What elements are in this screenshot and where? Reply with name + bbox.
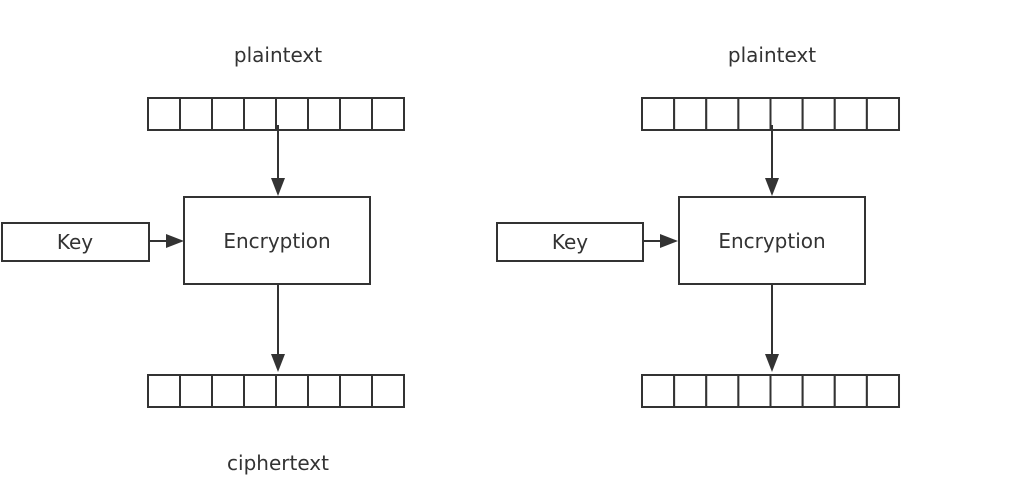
block-cell xyxy=(179,97,213,131)
block-cell xyxy=(147,97,181,131)
plaintext-label: plaintext xyxy=(728,43,816,67)
plaintext-to-encryption-arrowhead xyxy=(765,178,779,196)
block-cell xyxy=(211,374,245,408)
block-cell xyxy=(833,97,868,131)
key-to-encryption-arrowhead xyxy=(660,234,678,248)
block-cell xyxy=(307,374,341,408)
block-cell xyxy=(801,97,836,131)
encryption-diagram-right: plaintext Key Encryption xyxy=(496,43,901,408)
block-cell xyxy=(865,374,901,408)
block-cell xyxy=(705,97,740,131)
block-cell xyxy=(769,374,804,408)
key-to-encryption-arrowhead xyxy=(166,234,184,248)
block-cell xyxy=(211,97,245,131)
block-cell xyxy=(737,374,772,408)
block-cell xyxy=(339,374,373,408)
plaintext-label: plaintext xyxy=(234,43,322,67)
block-cell xyxy=(147,374,181,408)
block-cell xyxy=(275,97,309,131)
encryption-box xyxy=(183,196,371,285)
block-cell xyxy=(371,97,405,131)
key-box xyxy=(496,222,644,262)
plaintext-blocks xyxy=(147,97,405,131)
block-cell xyxy=(371,374,405,408)
encryption-label: Encryption xyxy=(223,229,330,253)
block-cell xyxy=(339,97,373,131)
key-label: Key xyxy=(57,230,93,254)
block-cell xyxy=(307,97,341,131)
plaintext-to-encryption-arrowhead xyxy=(271,178,285,196)
encryption-to-ciphertext-arrowhead xyxy=(271,354,285,372)
block-cell xyxy=(673,97,708,131)
block-cell xyxy=(243,374,277,408)
block-cell xyxy=(769,97,804,131)
encryption-diagram-left: plaintext Key Encryption ciphertext xyxy=(1,43,405,475)
key-label: Key xyxy=(552,230,588,254)
block-cell xyxy=(833,374,868,408)
encryption-to-ciphertext-arrowhead xyxy=(765,354,779,372)
block-cell xyxy=(801,374,836,408)
block-cell xyxy=(673,374,708,408)
plaintext-blocks xyxy=(641,97,901,131)
block-cell xyxy=(705,374,740,408)
block-cell xyxy=(243,97,277,131)
encryption-label: Encryption xyxy=(718,229,825,253)
block-cell xyxy=(641,374,676,408)
block-cell xyxy=(275,374,309,408)
ciphertext-label: ciphertext xyxy=(227,451,329,475)
ciphertext-blocks xyxy=(641,374,901,408)
block-cell xyxy=(737,97,772,131)
encryption-box xyxy=(678,196,866,285)
block-cell xyxy=(641,97,676,131)
block-cell xyxy=(865,97,901,131)
block-cell xyxy=(179,374,213,408)
ciphertext-blocks xyxy=(147,374,405,408)
